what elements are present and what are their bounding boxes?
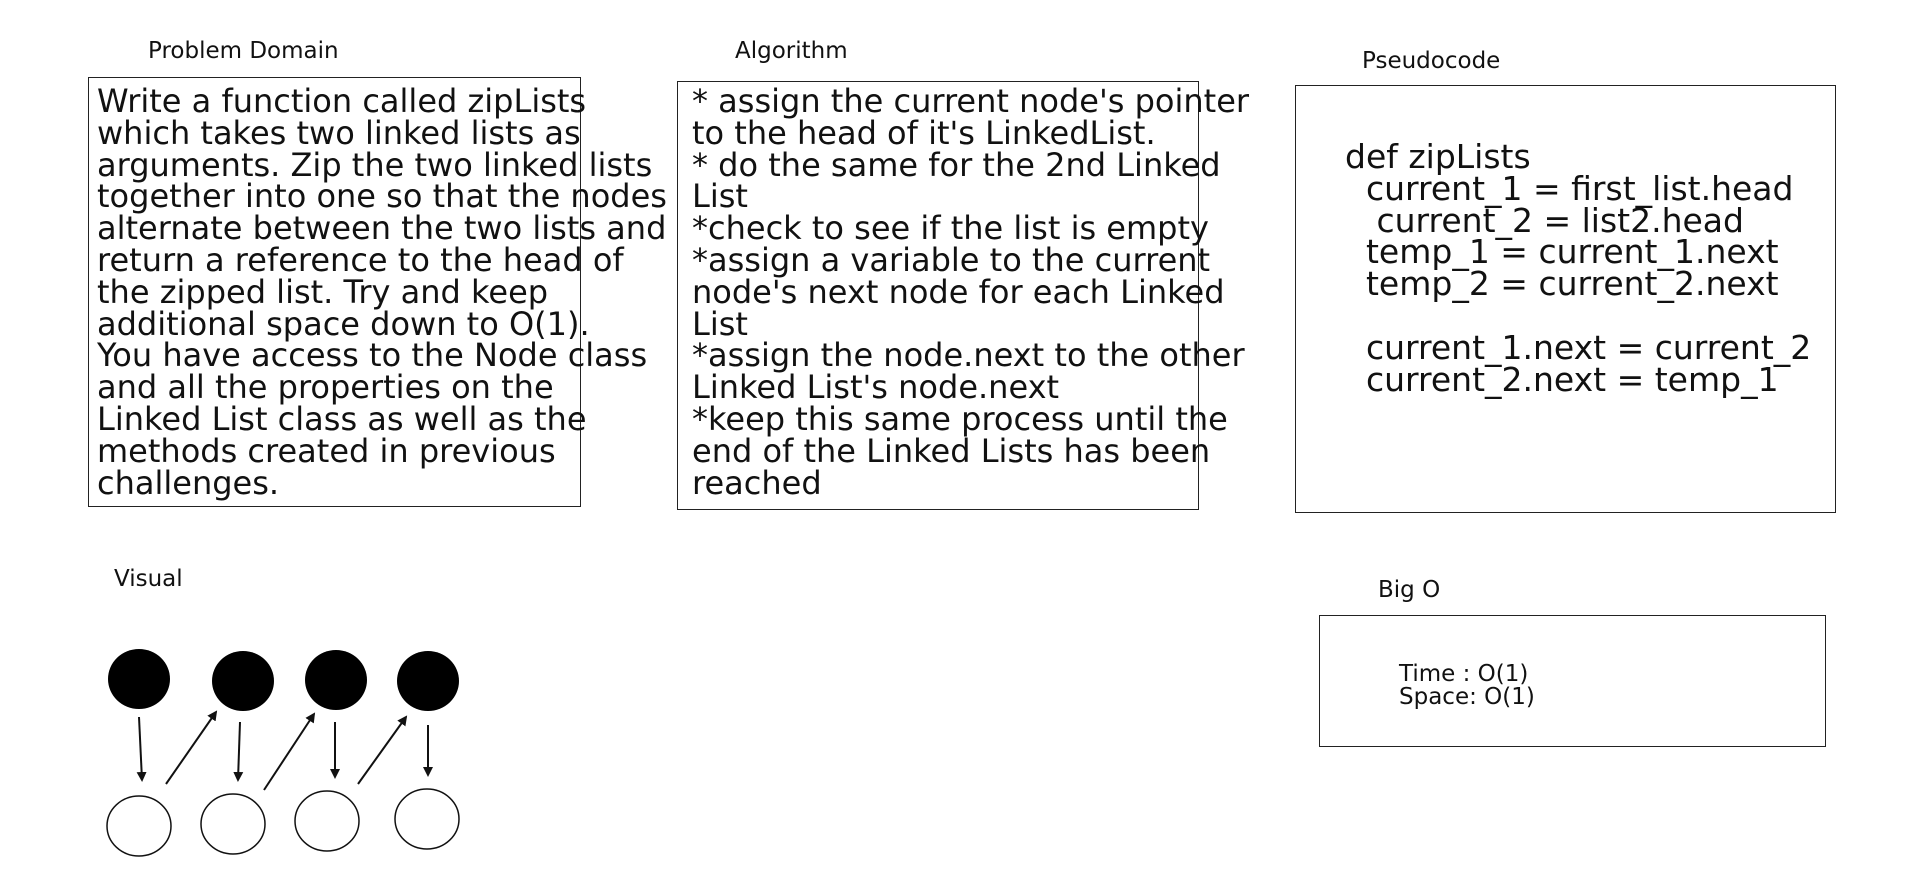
problem-domain-text: Write a function called zipLists which t…	[97, 82, 667, 502]
problem-domain-box	[88, 77, 581, 507]
list2-node-2	[200, 793, 266, 855]
arrow-up-2	[263, 712, 316, 791]
algorithm-box	[677, 81, 1199, 510]
list2-node-4	[394, 788, 460, 850]
list1-node-2	[212, 651, 274, 711]
problem-domain-label: Problem Domain	[148, 38, 339, 64]
list1-node-3	[305, 650, 367, 710]
list2-node-1	[106, 795, 172, 857]
pseudocode-label: Pseudocode	[1362, 48, 1501, 74]
algorithm-label: Algorithm	[735, 38, 848, 64]
big-o-box	[1319, 615, 1826, 747]
pseudocode-text: def zipLists current_1 = first_list.head…	[1345, 137, 1812, 399]
visual-label: Visual	[114, 566, 183, 592]
arrow-down-1	[136, 716, 147, 782]
pseudocode-box	[1295, 85, 1836, 513]
arrow-up-3	[357, 715, 408, 785]
big-o-text: Time : O(1) Space: O(1)	[1399, 661, 1535, 710]
list2-node-3	[294, 790, 360, 852]
list1-node-1	[108, 649, 170, 709]
big-o-label: Big O	[1378, 577, 1441, 603]
list1-node-4	[397, 651, 459, 711]
arrow-down-2	[233, 721, 244, 782]
algorithm-text: * assign the current node's pointer to t…	[692, 82, 1250, 502]
arrow-up-1	[165, 710, 218, 785]
